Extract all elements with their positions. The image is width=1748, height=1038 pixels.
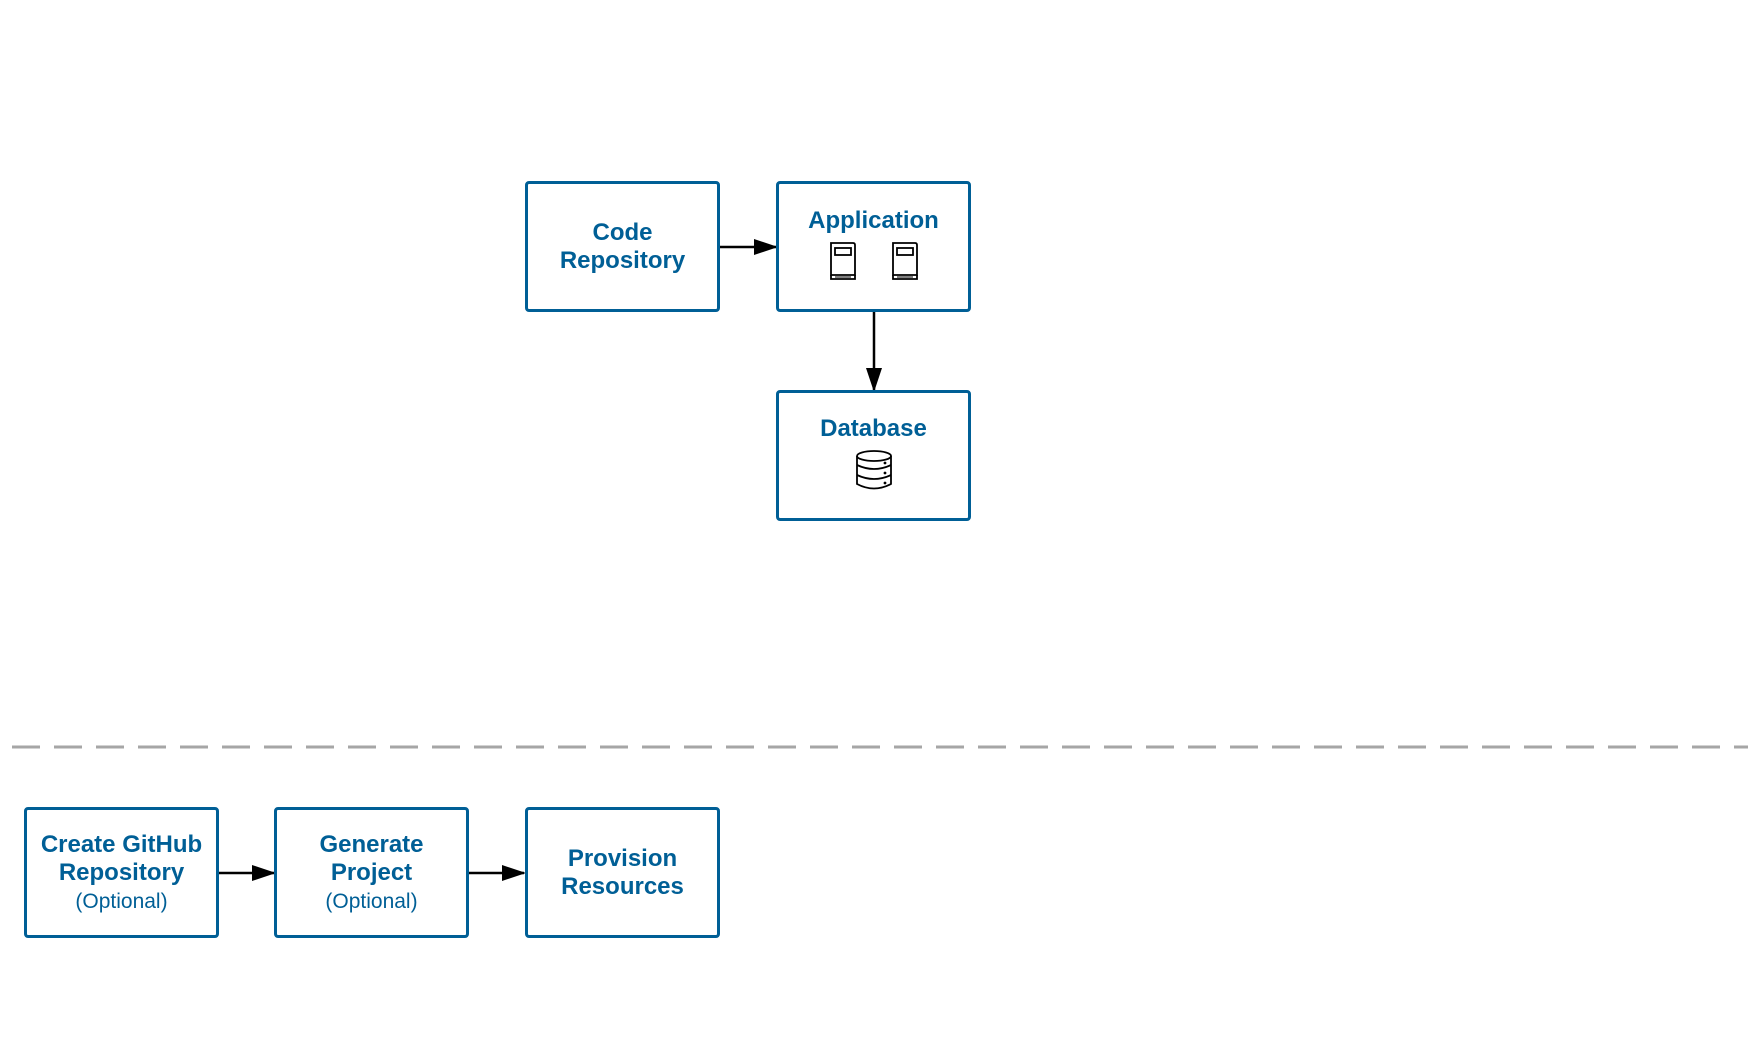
workflow-step-title: Create GitHub Repository <box>40 830 203 886</box>
workflow-step-subtitle: (Optional) <box>75 889 168 913</box>
server-icon <box>890 241 920 286</box>
server-icon <box>828 241 858 286</box>
code-repository-node: Code Repository <box>525 181 720 312</box>
database-node: Database <box>776 390 971 521</box>
workflow-step-title: Generate Project <box>319 830 424 886</box>
database-title: Database <box>820 415 927 442</box>
application-node: Application <box>776 181 971 312</box>
workflow-step-subtitle: (Optional) <box>325 889 418 913</box>
workflow-step-create-github-repository: Create GitHub Repository (Optional) <box>24 807 219 938</box>
application-icons <box>828 241 920 286</box>
code-repository-title: Code Repository <box>559 218 686 274</box>
database-icon <box>855 449 893 496</box>
workflow-step-title: Provision Resources <box>561 844 684 900</box>
application-title: Application <box>808 207 939 234</box>
database-icons <box>855 449 893 496</box>
workflow-step-provision-resources: Provision Resources <box>525 807 720 938</box>
workflow-step-generate-project: Generate Project (Optional) <box>274 807 469 938</box>
